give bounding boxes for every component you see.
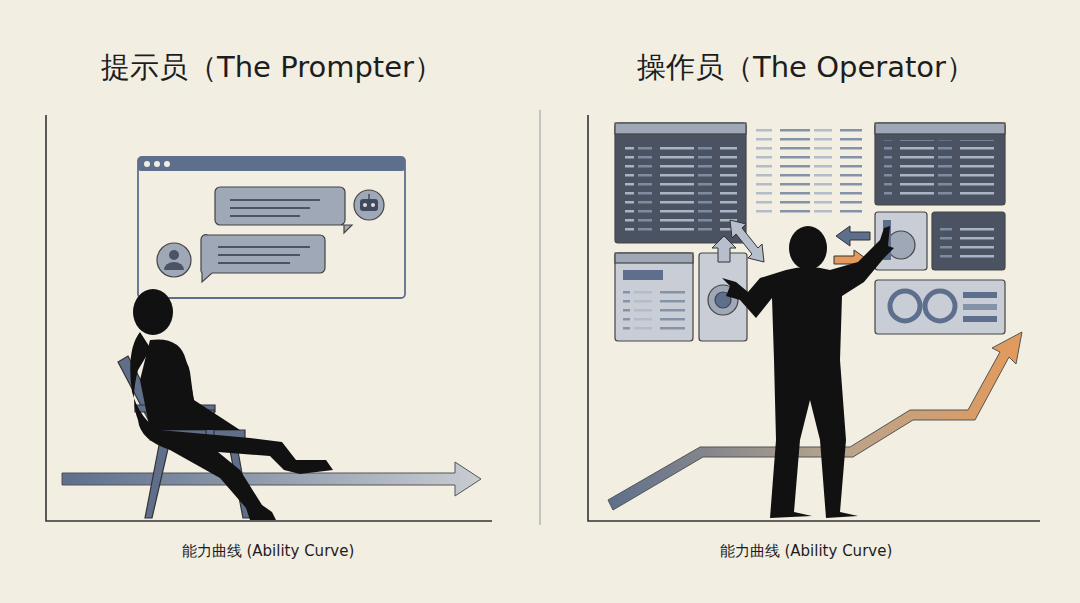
chat-window (138, 157, 405, 298)
axis-caption: 能力曲线 (Ability Curve) (720, 542, 893, 561)
flat-ability-arrow (62, 462, 481, 496)
standing-person (722, 226, 894, 518)
axes (46, 115, 1040, 521)
flow-arrows (712, 220, 870, 270)
axis-caption: 能力曲线 (Ability Curve) (182, 542, 355, 561)
panel-heading: 操作员（The Operator） (637, 48, 975, 88)
seated-person (130, 289, 333, 520)
panel-heading: 提示员（The Prompter） (101, 48, 443, 88)
